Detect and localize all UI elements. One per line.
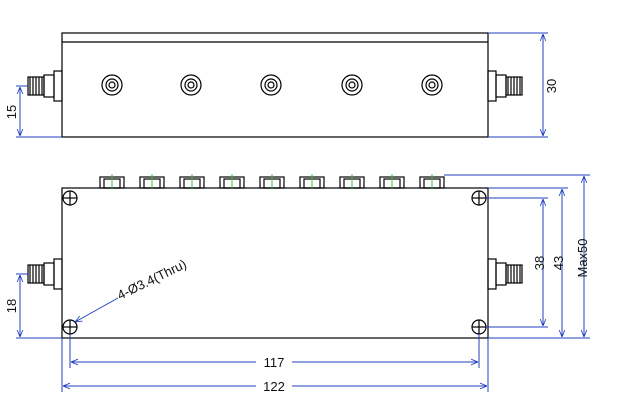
hole-2 bbox=[180, 74, 202, 96]
dim-max-width: Max50 bbox=[444, 174, 590, 339]
screw-6 bbox=[299, 174, 325, 189]
dim-connector-bottom: 18 bbox=[4, 273, 62, 339]
mounting-holes bbox=[62, 190, 487, 335]
hole-5 bbox=[421, 74, 443, 96]
top-view: 30 15 bbox=[4, 32, 559, 138]
dim-label-38: 38 bbox=[532, 256, 547, 270]
right-connector-top bbox=[487, 70, 523, 102]
screw-7 bbox=[339, 174, 365, 189]
dim-length: 122 bbox=[61, 338, 489, 394]
tuning-screws bbox=[99, 174, 445, 189]
dim-hole-vertical: 38 bbox=[486, 197, 548, 328]
dim-label-117: 117 bbox=[264, 355, 285, 370]
dim-label-30: 30 bbox=[544, 79, 559, 93]
screw-2 bbox=[139, 174, 165, 189]
bottom-view-body bbox=[61, 187, 489, 339]
top-view-holes bbox=[101, 74, 443, 96]
left-connector-bottom bbox=[27, 258, 63, 290]
dim-height-bottom: 43 bbox=[488, 187, 568, 339]
hole-note: 4-Ø3.4(Thru) bbox=[75, 256, 189, 322]
hole-note-label: 4-Ø3.4(Thru) bbox=[115, 256, 189, 302]
bottom-view: 4-Ø3.4(Thru) 18 38 43 Max50 bbox=[4, 174, 590, 394]
dim-label-43: 43 bbox=[551, 256, 566, 270]
left-connector-top bbox=[27, 70, 63, 102]
hole-4 bbox=[341, 74, 363, 96]
dim-connector-top: 15 bbox=[4, 85, 62, 138]
dim-hole-horizontal: 117 bbox=[69, 334, 480, 370]
dim-height-top: 30 bbox=[488, 32, 559, 138]
screw-8 bbox=[379, 174, 405, 189]
screw-5 bbox=[259, 174, 285, 189]
hole-3 bbox=[260, 74, 282, 96]
hole-1 bbox=[101, 74, 123, 96]
screw-1 bbox=[99, 174, 125, 189]
mount-hole-bl bbox=[62, 319, 78, 335]
screw-4 bbox=[219, 174, 245, 189]
screw-9 bbox=[419, 174, 445, 189]
mount-hole-tr bbox=[471, 190, 487, 206]
mount-hole-br bbox=[471, 319, 487, 335]
top-view-body bbox=[61, 32, 489, 138]
dim-label-122: 122 bbox=[263, 379, 285, 394]
dim-label-max50: Max50 bbox=[575, 238, 590, 277]
screw-3 bbox=[179, 174, 205, 189]
dim-label-18: 18 bbox=[4, 299, 19, 313]
right-connector-bottom bbox=[487, 258, 523, 290]
dim-label-15: 15 bbox=[4, 105, 19, 119]
mount-hole-tl bbox=[62, 190, 78, 206]
